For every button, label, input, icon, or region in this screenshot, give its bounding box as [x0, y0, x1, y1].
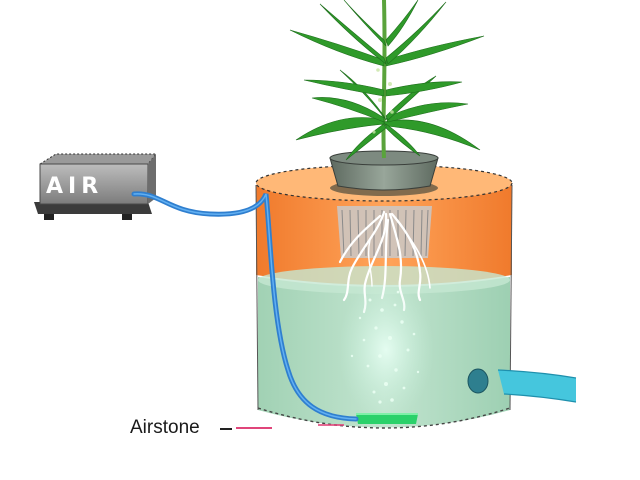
drain-port [467, 368, 489, 394]
reservoir-bottom-edge [257, 407, 511, 429]
plant-leaves [289, 0, 485, 161]
air-bubbles [338, 280, 434, 420]
reservoir-left-wall [255, 184, 259, 411]
pump-base [34, 202, 152, 214]
drain-hose [467, 368, 577, 403]
airstone-callout-label: Airstone [130, 417, 200, 438]
pump-top [38, 153, 158, 165]
air-pump: AIR [34, 153, 158, 220]
airstone [356, 413, 418, 424]
airstone-callout-dash [220, 428, 232, 430]
plant-stem [381, 0, 387, 159]
plant [289, 0, 485, 161]
pump-body [39, 163, 149, 205]
air-pump-label: AIR [46, 174, 103, 199]
